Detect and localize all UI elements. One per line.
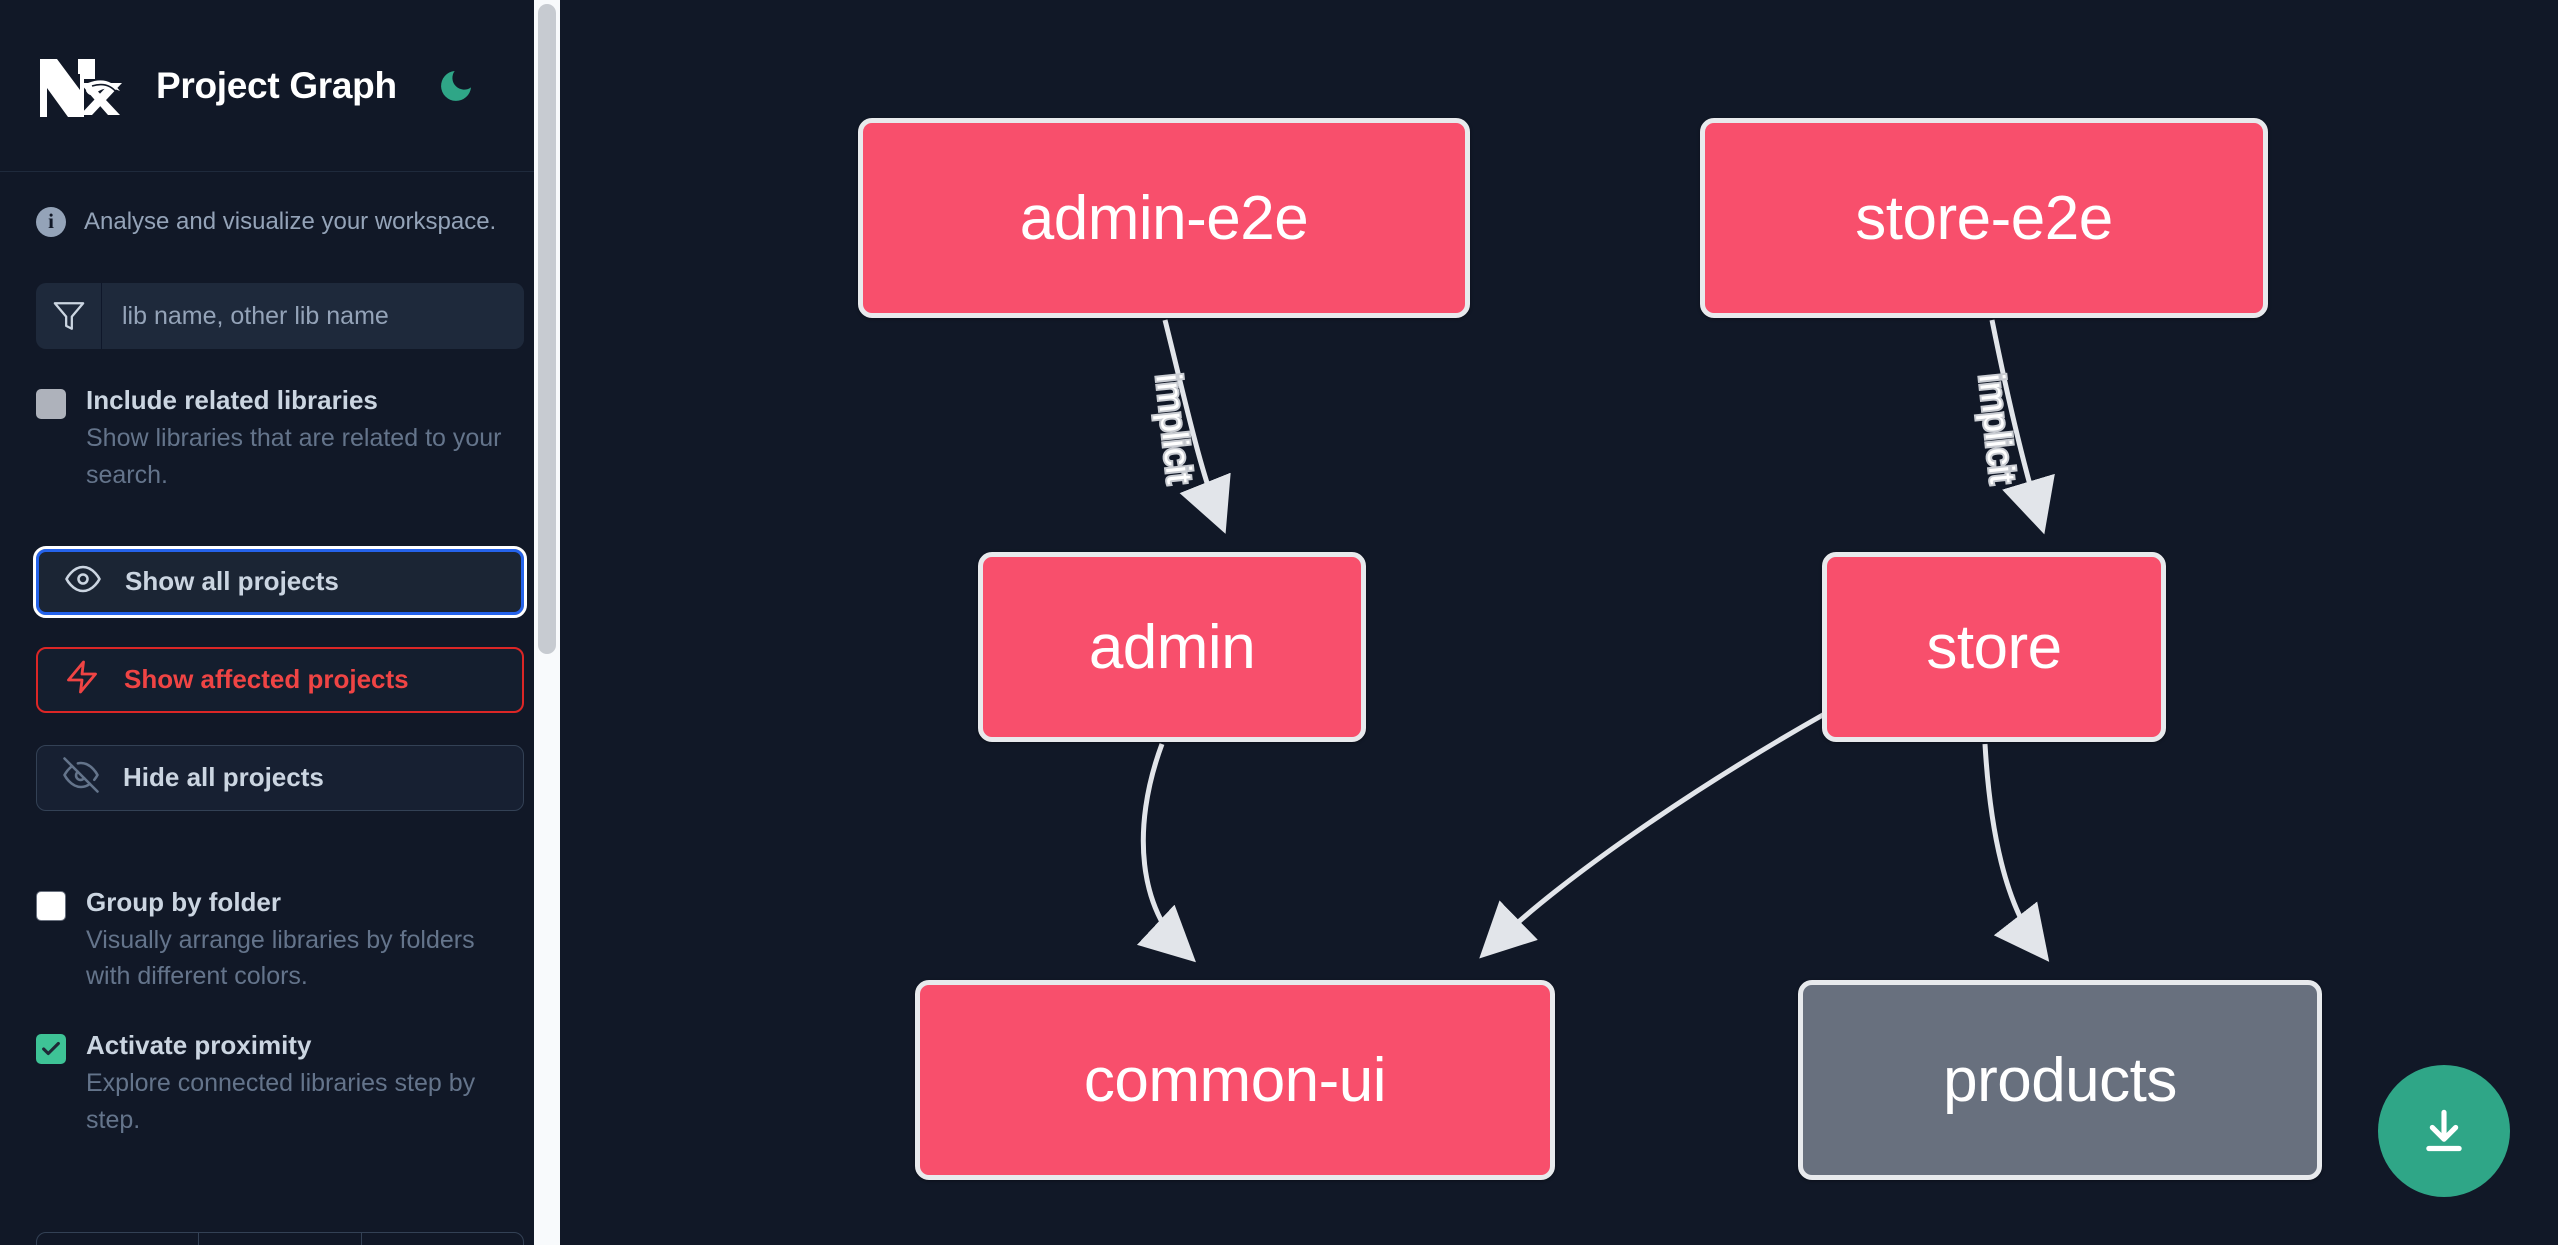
show-all-projects-button[interactable]: Show all projects <box>33 545 527 618</box>
sidebar-scrollbar[interactable] <box>534 0 560 1245</box>
include-related-libraries-label: Include related libraries <box>86 385 378 416</box>
spacer <box>0 811 560 851</box>
edge-admin-e2e-admin <box>1162 319 1231 534</box>
page-title: Project Graph <box>156 64 397 106</box>
search-field[interactable] <box>36 283 524 350</box>
edge-label-implicit-admin: implicit <box>1148 372 1200 486</box>
graph-node-admin[interactable]: admin <box>978 552 1366 742</box>
group-by-folder-checkbox[interactable] <box>36 890 66 921</box>
include-related-libraries-checkbox[interactable] <box>36 389 66 420</box>
show-all-projects-label: Show all projects <box>125 566 339 597</box>
sidebar-header: Project Graph <box>0 0 560 172</box>
hide-all-projects-label: Hide all projects <box>123 762 324 793</box>
edge-store-products <box>1982 743 2050 962</box>
group-by-folder-label: Group by folder <box>86 886 281 917</box>
activate-proximity-label: Activate proximity <box>86 1030 312 1061</box>
graph-edges: implicit implicit <box>1137 319 2055 963</box>
eye-icon <box>65 561 101 602</box>
proximity-stepper-increase[interactable] <box>362 1233 523 1245</box>
graph-node-common-ui[interactable]: common-ui <box>915 980 1555 1180</box>
edge-admin-common-ui <box>1137 743 1196 963</box>
graph-node-products[interactable]: products <box>1798 980 2322 1180</box>
workspace-info-text: Analyse and visualize your workspace. <box>84 208 497 235</box>
option-activate-proximity[interactable]: Activate proximity Explore connected lib… <box>0 1028 560 1138</box>
graph-node-store[interactable]: store <box>1822 552 2166 742</box>
eye-slash-icon <box>63 757 99 798</box>
edge-store-e2e-store <box>1989 319 2055 535</box>
option-include-related-libraries[interactable]: Include related libraries Show libraries… <box>0 383 560 493</box>
search-input[interactable] <box>102 283 524 350</box>
workspace-info: i Analyse and visualize your workspace. <box>0 172 560 237</box>
group-by-folder-description: Visually arrange libraries by folders wi… <box>86 925 475 991</box>
info-icon: i <box>36 206 66 237</box>
edge-label-implicit-store: implicit <box>1971 372 2023 486</box>
filter-icon <box>36 283 102 350</box>
show-affected-projects-label: Show affected projects <box>124 664 409 695</box>
proximity-stepper-decrease[interactable] <box>37 1233 200 1245</box>
moon-icon[interactable] <box>433 63 479 109</box>
edge-store-common-ui <box>1479 709 1830 959</box>
activate-proximity-checkbox[interactable] <box>36 1034 66 1065</box>
include-related-libraries-description: Show libraries that are related to your … <box>86 424 502 489</box>
graph-node-admin-e2e[interactable]: admin-e2e <box>858 118 1470 318</box>
download-graph-button[interactable] <box>2378 1065 2510 1197</box>
proximity-stepper-group[interactable] <box>36 1232 524 1245</box>
lightning-bolt-icon <box>64 659 100 700</box>
option-group-by-folder[interactable]: Group by folder Visually arrange librari… <box>0 885 560 995</box>
graph-node-store-e2e[interactable]: store-e2e <box>1700 118 2268 318</box>
sidebar-scrollbar-thumb[interactable] <box>538 4 556 654</box>
activate-proximity-description: Explore connected libraries step by step… <box>86 1069 476 1134</box>
proximity-stepper-value <box>199 1233 362 1245</box>
sidebar: Project Graph i Analyse and visualize yo… <box>0 0 560 1245</box>
nx-logo-icon <box>36 55 128 117</box>
hide-all-projects-button[interactable]: Hide all projects <box>36 744 524 811</box>
show-affected-projects-button[interactable]: Show affected projects <box>36 646 524 713</box>
graph-canvas[interactable]: implicit implicit admin-e2e store-e2e admi… <box>560 0 2558 1245</box>
